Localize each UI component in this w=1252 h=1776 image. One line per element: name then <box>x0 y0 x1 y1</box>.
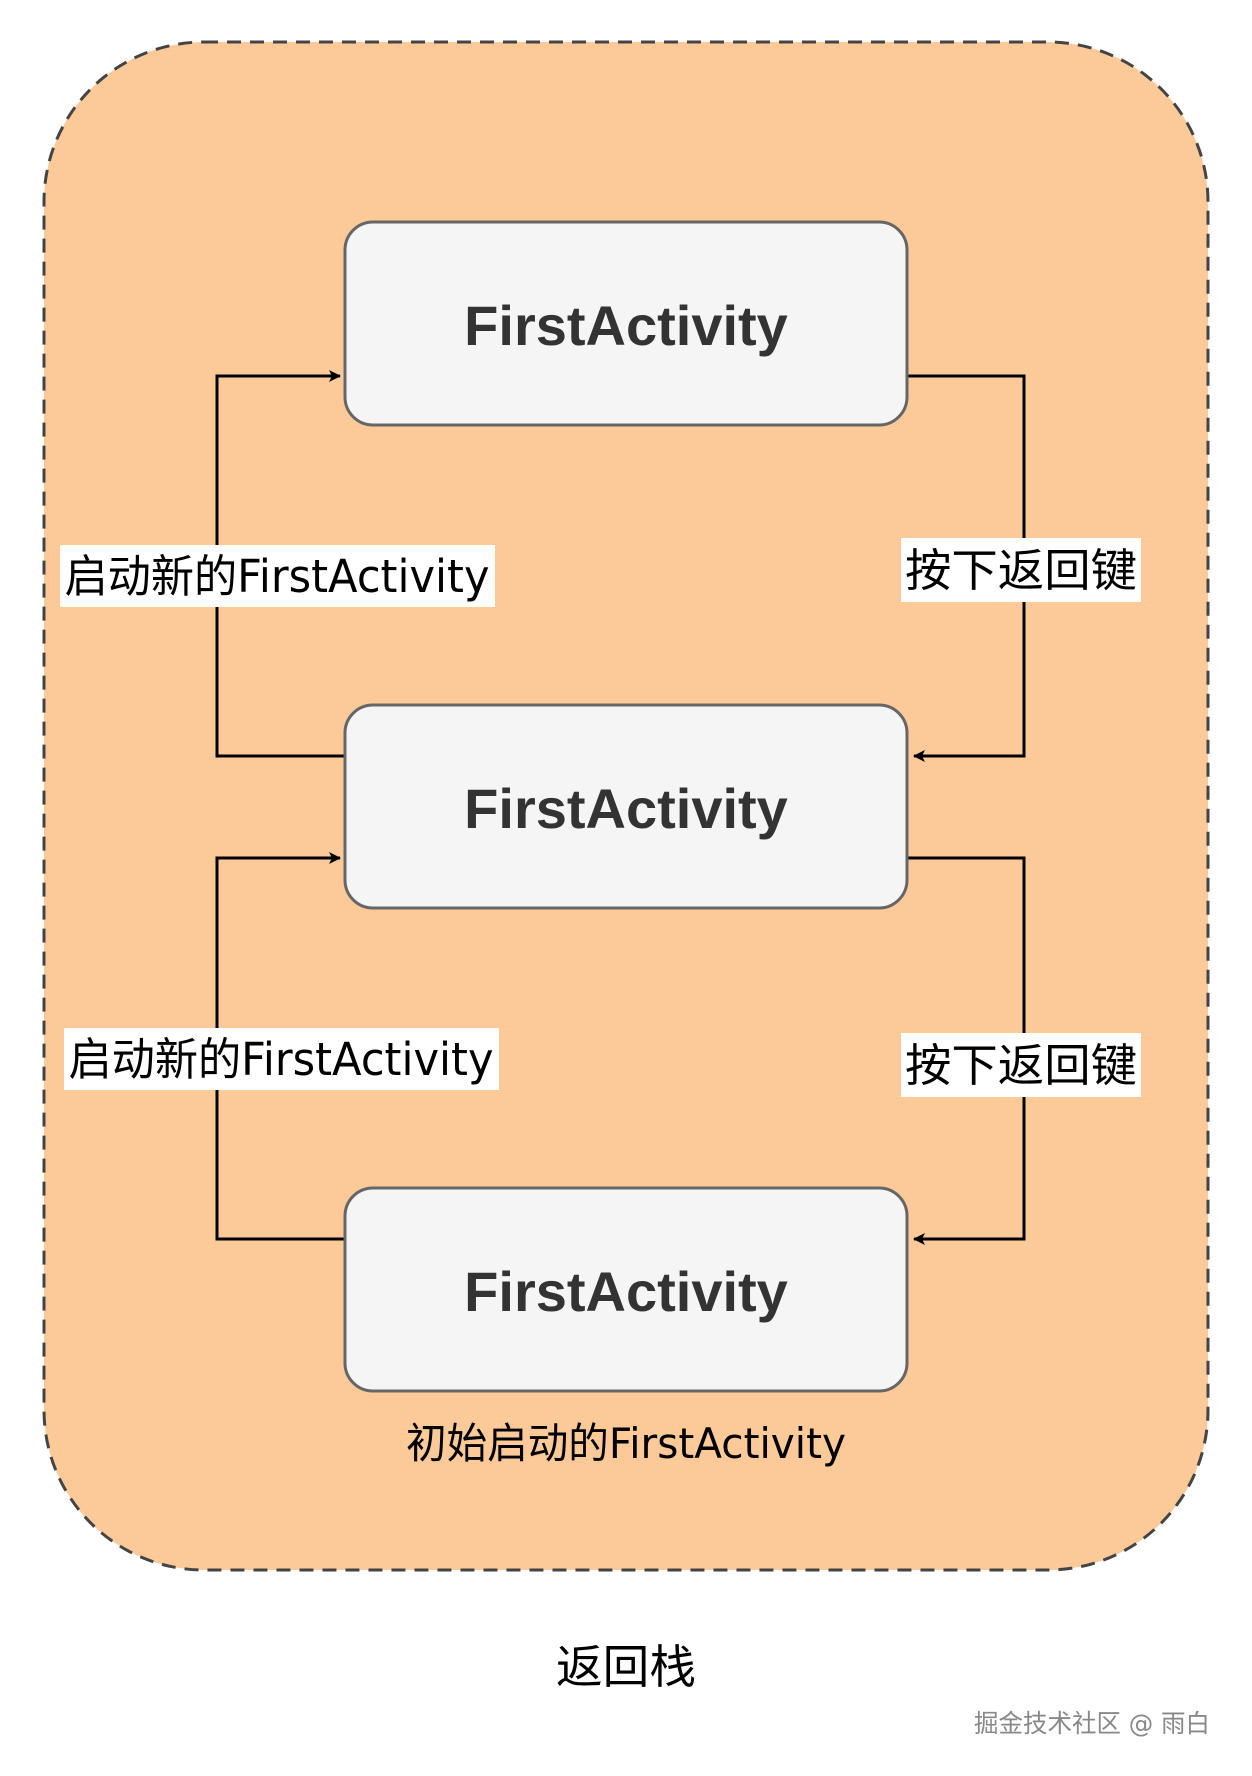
watermark: 掘金技术社区 @ 雨白 <box>974 1709 1210 1738</box>
back-label-lower-text: 按下返回键 <box>905 1039 1137 1092</box>
launch-label-lower: 启动新的FirstActivity <box>64 1028 499 1090</box>
launch-label-upper-text: 启动新的FirstActivity <box>65 550 490 603</box>
activity-box-bottom-label: FirstActivity <box>464 1260 788 1323</box>
launch-label-lower-text: 启动新的FirstActivity <box>69 1033 494 1086</box>
activity-box-middle-label: FirstActivity <box>464 777 788 840</box>
activity-box-top: FirstActivity <box>343 220 909 427</box>
activity-box-bottom: FirstActivity <box>343 1186 909 1393</box>
launch-label-upper: 启动新的FirstActivity <box>60 545 495 607</box>
back-label-lower: 按下返回键 <box>901 1033 1141 1097</box>
back-label-upper-text: 按下返回键 <box>905 544 1137 597</box>
activity-box-middle: FirstActivity <box>343 703 909 910</box>
back-label-upper: 按下返回键 <box>901 538 1141 602</box>
diagram-title: 返回栈 <box>556 1640 696 1694</box>
activity-box-top-label: FirstActivity <box>464 294 788 357</box>
initial-activity-caption: 初始启动的FirstActivity <box>406 1419 846 1468</box>
